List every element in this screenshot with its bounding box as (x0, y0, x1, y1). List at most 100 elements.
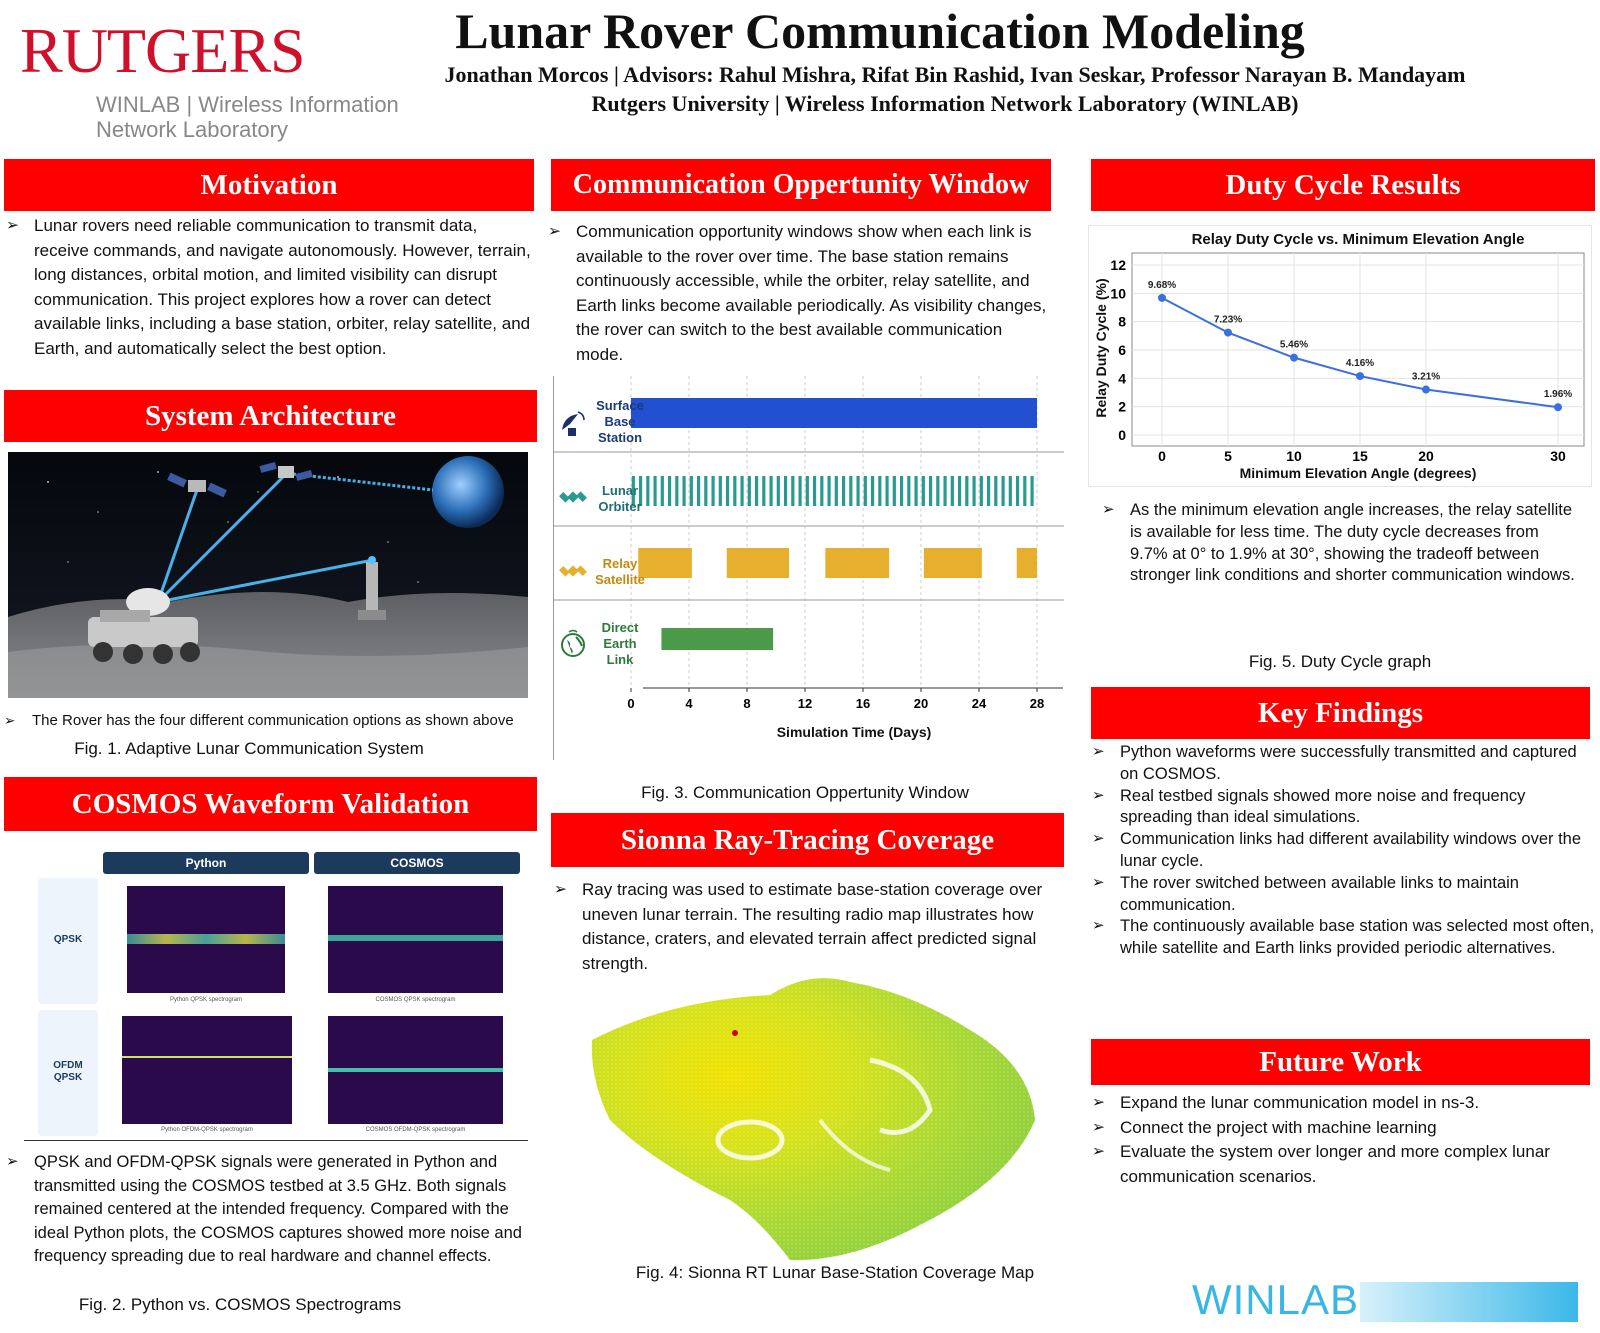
subcap-cosmos-qpsk: COSMOS QPSK spectrogram (375, 997, 456, 1003)
timeline-availability-bar (892, 476, 896, 506)
row-base-label-1: Surface (596, 398, 644, 413)
architecture-heading: System Architecture (4, 390, 537, 442)
orbiter-satellite-icon (167, 472, 227, 498)
duty-ytick-label: 2 (1118, 399, 1126, 415)
winlab-footer-text: WINLAB (1192, 1276, 1360, 1323)
timeline-availability-bar (667, 476, 672, 506)
timeline-availability-bar (747, 476, 751, 506)
row-label-ofdm-text-2: QPSK (53, 1072, 83, 1083)
timeline-availability-bar (841, 476, 846, 506)
duty-chart-ylabel: Relay Duty Cycle (%) (1093, 278, 1109, 418)
timeline-tick-label: 12 (798, 696, 812, 711)
finding-item: The rover switched between available lin… (1092, 873, 1596, 917)
relay-satellite-icon (259, 462, 313, 481)
relay-satellite-icon (558, 556, 588, 586)
duty-data-label: 1.96% (1544, 389, 1572, 400)
duty-xtick-label: 15 (1352, 448, 1368, 464)
architecture-bullet: The Rover has the four different communi… (4, 711, 536, 731)
poster-authors: Jonathan Morcos | Advisors: Rahul Mishra… (444, 62, 1466, 87)
future-list: Expand the lunar communication model in … (1092, 1091, 1592, 1189)
col-header-cosmos: COSMOS (314, 852, 520, 874)
timeline-xlabel: Simulation Time (Days) (776, 724, 932, 740)
architecture-illustration (8, 452, 528, 698)
timeline-availability-bar (675, 476, 679, 506)
poster-affiliation: Rutgers University | Wireless Informatio… (591, 91, 1299, 116)
poster-title: Lunar Rover Communication Modeling (455, 3, 1305, 59)
row-relay-label-1: Relay (602, 556, 638, 571)
finding-item: Communication links had different availa… (1092, 829, 1596, 873)
future-item: Connect the project with machine learnin… (1092, 1116, 1592, 1141)
row-earth-label-2: Earth (603, 636, 637, 651)
duty-text: As the minimum elevation angle increases… (1102, 500, 1580, 587)
duty-ytick-label: 6 (1118, 342, 1126, 358)
timeline-availability-bar (878, 476, 882, 506)
timeline-availability-bar (994, 476, 998, 506)
cosmos-spectrogram-figure: Python COSMOS QPSK OFDM QPSK Python QPSK… (24, 840, 528, 1141)
timeline-availability-bar (899, 476, 904, 506)
timeline-tick-label: 0 (627, 696, 634, 711)
timeline-availability-bar (726, 548, 790, 578)
findings-list: Python waveforms were successfully trans… (1092, 742, 1596, 960)
spectrogram-cosmos-qpsk (328, 886, 503, 993)
lunar-communication-scene (8, 452, 528, 698)
timeline-availability-bar (798, 476, 802, 506)
timeline-availability-bar (740, 476, 744, 506)
motivation-list: Lunar rovers need reliable communication… (6, 214, 534, 361)
sionna-text: Ray tracing was used to estimate base-st… (554, 878, 1062, 976)
timeline-availability-bar (696, 476, 701, 506)
rutgers-logo: RUTGERS (20, 15, 306, 86)
timeline-availability-bar (863, 476, 867, 506)
timeline-availability-bar (776, 476, 780, 506)
row-orbiter-label-2: Orbiter (598, 499, 642, 514)
duty-xtick-label: 30 (1550, 448, 1566, 464)
winlab-logo-line2: Network Laboratory (96, 117, 288, 142)
timeline-availability-bar (928, 476, 933, 506)
row-orbiter-label-1: Lunar (601, 483, 639, 498)
duty-data-point (1356, 372, 1364, 381)
timeline-availability-bar (856, 476, 860, 506)
timeline-availability-bar (653, 476, 657, 506)
finding-item: Real testbed signals showed more noise a… (1092, 786, 1596, 830)
timeline-availability-bar (1030, 476, 1034, 506)
row-relay-label-2: Satellite (595, 572, 645, 587)
timeline-availability-bar (704, 476, 708, 506)
timeline-availability-bar (950, 476, 954, 506)
timeline-availability-bar (885, 476, 889, 506)
sionna-list: Ray tracing was used to estimate base-st… (554, 878, 1062, 976)
timeline-availability-bar (638, 548, 692, 578)
timeline-availability-bar (921, 476, 925, 506)
timeline-availability-bar (646, 476, 650, 506)
duty-data-point (1224, 328, 1232, 337)
timeline-availability-bar (957, 476, 962, 506)
winlab-footer-wave (1360, 1282, 1578, 1322)
sionna-heading: Sionna Ray-Tracing Coverage (551, 813, 1064, 867)
spectrogram-python-qpsk (127, 886, 285, 993)
timeline-availability-bar (914, 476, 918, 506)
timeline-availability-bar (682, 476, 686, 506)
cosmos-text: QPSK and OFDM-QPSK signals were generate… (6, 1151, 534, 1269)
orbiter-satellite-icon (558, 482, 588, 512)
duty-chart-svg: 9.68%7.23%5.46%4.16%3.21%1.96% 024681012… (1087, 224, 1593, 488)
earth-icon (558, 628, 588, 658)
subcap-python-qpsk: Python QPSK spectrogram (169, 997, 243, 1003)
row-label-ofdm: OFDM QPSK (38, 1010, 98, 1136)
duty-data-point (1290, 353, 1298, 362)
duty-data-label: 4.16% (1346, 358, 1374, 369)
fig3-caption: Fig. 3. Communication Oppertunity Window (641, 783, 969, 802)
timeline-availability-bar (972, 476, 976, 506)
timeline-availability-bar (689, 476, 693, 506)
timeline-availability-bar (660, 476, 664, 506)
fig5-caption: Fig. 5. Duty Cycle graph (1248, 652, 1432, 671)
duty-series-line (1161, 296, 1559, 409)
duty-data-point (1554, 403, 1562, 412)
future-item: Expand the lunar communication model in … (1092, 1091, 1592, 1116)
timeline-availability-bar (1008, 476, 1012, 506)
duty-data-point (1158, 293, 1166, 302)
duty-ytick-label: 10 (1110, 285, 1126, 301)
duty-data-label: 9.68% (1148, 280, 1176, 291)
timeline-availability-bar (936, 476, 940, 506)
duty-chart-xlabel: Minimum Elevation Angle (degrees) (1239, 465, 1477, 481)
